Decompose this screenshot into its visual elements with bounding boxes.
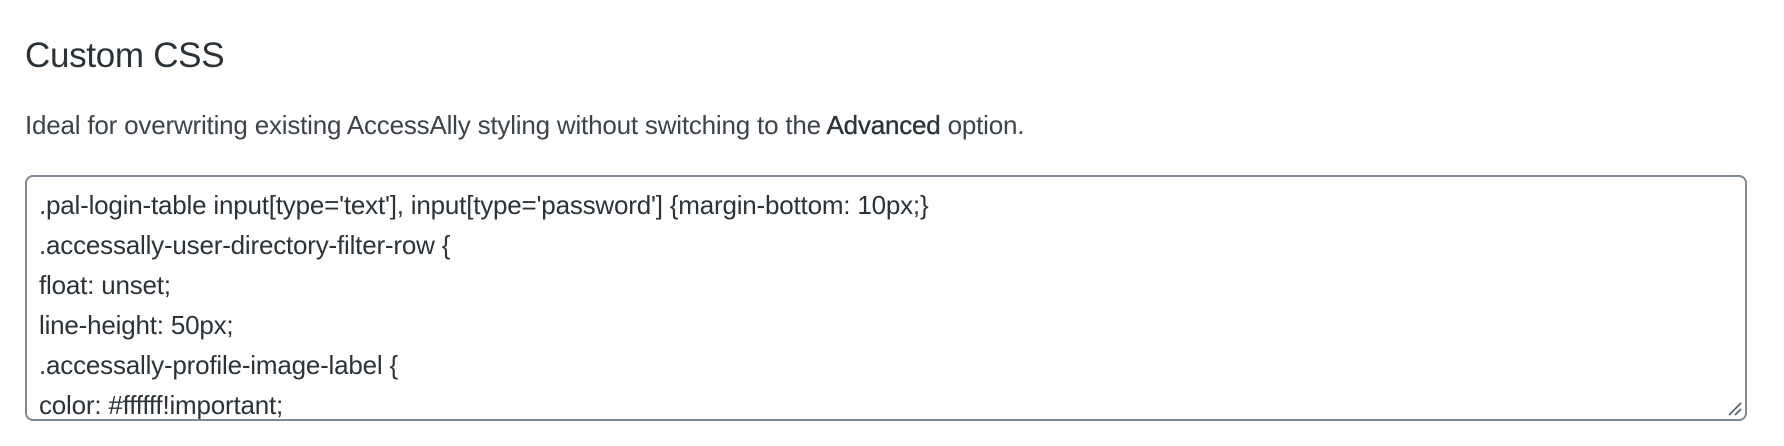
description-text-end: option. bbox=[940, 110, 1025, 140]
css-line: .accessally-user-directory-filter-row { bbox=[39, 230, 451, 260]
css-line: color: #ffffff!important; bbox=[39, 390, 284, 420]
section-description: Ideal for overwriting existing AccessAll… bbox=[25, 110, 1024, 141]
css-line: float: unset; bbox=[39, 270, 171, 300]
css-line: line-height: 50px; bbox=[39, 310, 234, 340]
resize-grip-icon[interactable] bbox=[1727, 401, 1743, 417]
advanced-option-reference: Advanced bbox=[826, 110, 941, 140]
custom-css-content[interactable]: .pal-login-table input[type='text'], inp… bbox=[39, 185, 1733, 420]
section-title: Custom CSS bbox=[25, 36, 225, 75]
css-line: .accessally-profile-image-label { bbox=[39, 350, 398, 380]
css-line: .pal-login-table input[type='text'], inp… bbox=[39, 190, 929, 220]
description-text: Ideal for overwriting existing AccessAll… bbox=[25, 110, 827, 140]
custom-css-textarea[interactable]: .pal-login-table input[type='text'], inp… bbox=[25, 175, 1747, 421]
